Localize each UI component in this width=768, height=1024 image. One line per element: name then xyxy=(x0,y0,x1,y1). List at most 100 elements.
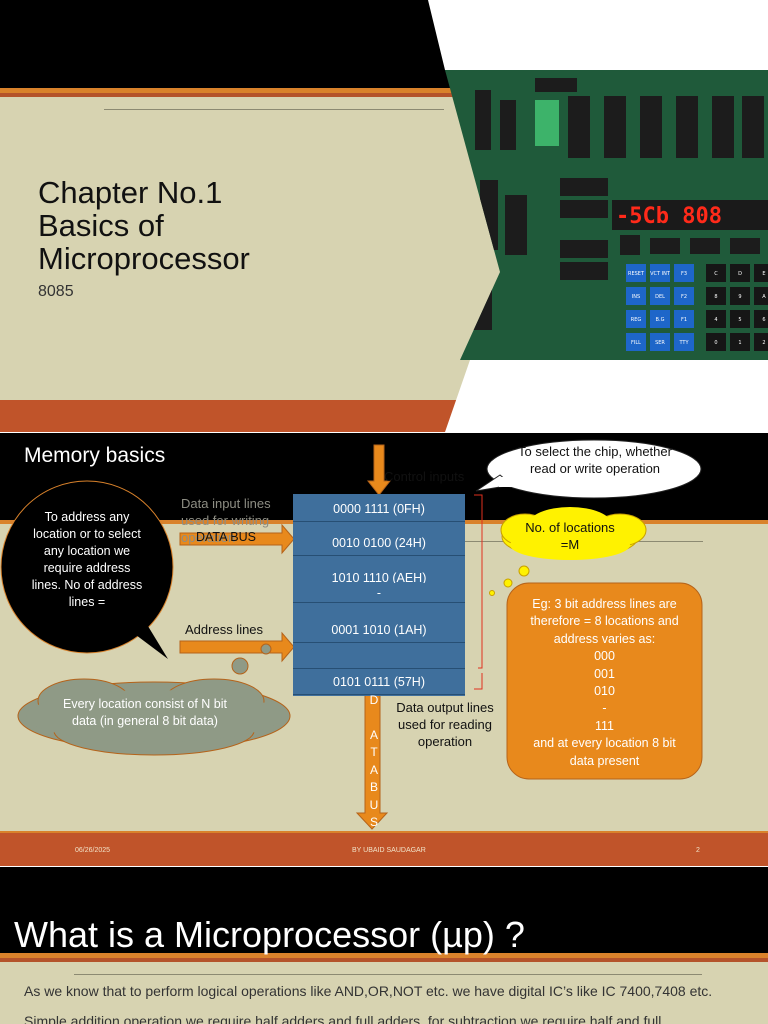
example-box xyxy=(506,582,703,780)
chip-select-text: To select the chip, whether read or writ… xyxy=(518,444,672,476)
ic-chip xyxy=(620,235,640,255)
memory-row: 0000 1111 (0FH) xyxy=(293,496,465,522)
keypad-key-label: 2 xyxy=(762,340,765,346)
example-line: 001 xyxy=(594,666,615,681)
ic-chip xyxy=(560,262,608,280)
bus-letter-gap xyxy=(366,710,382,727)
keypad-key xyxy=(650,333,670,351)
ic-chip xyxy=(470,260,492,330)
bus-letter: U xyxy=(369,797,379,812)
keypad-key xyxy=(626,310,646,328)
top-black-band xyxy=(0,867,768,953)
body-paragraph: As we know that to perform logical opera… xyxy=(24,983,713,999)
keypad-key-label: F3 xyxy=(681,271,687,277)
slide-title: Chapter No.1 Basics of Microprocessor xyxy=(38,176,458,275)
address-lines-arrow xyxy=(179,631,295,663)
keypad-key-label: B.G xyxy=(656,317,665,323)
memory-diagram xyxy=(0,439,703,830)
keypad-key-label: 0 xyxy=(714,340,717,346)
keypad-key-label: REG xyxy=(631,317,642,323)
ic-chip xyxy=(535,78,577,92)
slide-title: What is a Microprocessor (µp) ? xyxy=(14,914,525,955)
bus-letter: B xyxy=(369,780,378,794)
beige-panel xyxy=(0,962,768,1024)
memory-row: 0010 0100 (24H) xyxy=(293,530,465,556)
ic-chip xyxy=(505,195,527,255)
keypad-key-label: A xyxy=(762,294,766,300)
data-bus-label: DATA BUS xyxy=(196,530,256,544)
keypad-key xyxy=(674,264,694,282)
footer-date: 06/26/2025 xyxy=(75,847,111,854)
keypad-key-label: E xyxy=(762,271,765,277)
keypad-key xyxy=(730,310,750,328)
rust-stripe xyxy=(0,93,768,97)
address-lines-bubble xyxy=(0,480,174,654)
keypad-key xyxy=(730,264,750,282)
rust-stripe xyxy=(0,958,768,962)
keypad-key xyxy=(626,287,646,305)
ic-chip xyxy=(690,238,720,254)
keypad-key-label: D xyxy=(738,271,742,277)
ic-chip xyxy=(560,240,608,258)
keypad-key-label: 9 xyxy=(738,294,741,300)
ic-chip xyxy=(730,238,760,254)
control-input-arrow xyxy=(366,444,392,496)
ic-chip xyxy=(640,96,662,158)
title-line-3: Microprocessor xyxy=(38,241,250,276)
seven-segment-display: -5Cb 808 xyxy=(616,204,722,229)
ic-chip xyxy=(480,180,498,250)
ic-chip xyxy=(712,96,734,158)
memory-row xyxy=(293,643,465,669)
example-line: 010 xyxy=(594,684,615,699)
footer-author: BY UBAID SAUDAGAR xyxy=(352,847,426,854)
keypad-key-label: VCT INT xyxy=(650,271,671,277)
example-line: 000 xyxy=(594,649,615,664)
divider-line xyxy=(74,974,702,975)
keypad-key-label: 8 xyxy=(714,294,717,300)
ic-chip xyxy=(475,90,491,150)
footer-band xyxy=(0,833,768,866)
keypad-key-label: FILL xyxy=(631,340,641,346)
bus-letter: A xyxy=(369,727,378,742)
memory-basics-slide: Memory basics xyxy=(0,433,768,866)
address-bubble-text: To address any location or to select any… xyxy=(31,510,143,609)
orange-stripe xyxy=(0,88,768,93)
slide-heading: Memory basics xyxy=(24,444,166,467)
keypad-key xyxy=(706,264,726,282)
example-line: therefore = 8 locations and xyxy=(530,614,679,629)
address-lines-label: Address lines xyxy=(185,622,264,637)
example-line: - xyxy=(602,701,607,716)
ic-chip xyxy=(604,96,626,158)
example-box-text: Eg: 3 bit address lines are therefore = … xyxy=(509,596,700,770)
data-output-label: Data output lines used for reading opera… xyxy=(396,700,494,749)
bus-letter: S xyxy=(369,815,378,829)
ic-chip xyxy=(500,100,516,150)
bus-letter: T xyxy=(370,745,378,759)
control-inputs-label: Control inputs xyxy=(384,469,465,484)
memory-row: 0001 1010 (1AH) xyxy=(293,617,465,643)
keypad-key xyxy=(754,287,768,305)
keypad-key-label: C xyxy=(714,271,718,277)
keypad-key xyxy=(626,333,646,351)
ic-chip xyxy=(650,238,680,254)
slide-subtitle: 8085 xyxy=(38,283,74,300)
n-bit-cloud-text: Every location consist of N bit data (in… xyxy=(63,697,227,728)
ic-chip xyxy=(560,200,608,218)
locations-cloud xyxy=(489,507,647,596)
title-line-1: Chapter No.1 xyxy=(38,175,223,210)
locations-cloud-line-2: =M xyxy=(560,537,580,552)
keypad-key-label: DEL xyxy=(655,294,665,300)
keypad-key-label: 4 xyxy=(714,317,717,323)
bus-letter: D xyxy=(369,693,379,707)
ic-chip xyxy=(742,96,764,158)
ic-chip xyxy=(568,96,590,158)
keypad-key xyxy=(674,333,694,351)
example-line: and at every location 8 bit xyxy=(533,736,676,751)
keypad-key xyxy=(706,333,726,351)
keypad-key xyxy=(754,333,768,351)
keypad-key xyxy=(650,264,670,282)
n-bit-cloud xyxy=(17,678,291,756)
footer-orange-stripe xyxy=(0,831,768,834)
keypad-key xyxy=(674,310,694,328)
